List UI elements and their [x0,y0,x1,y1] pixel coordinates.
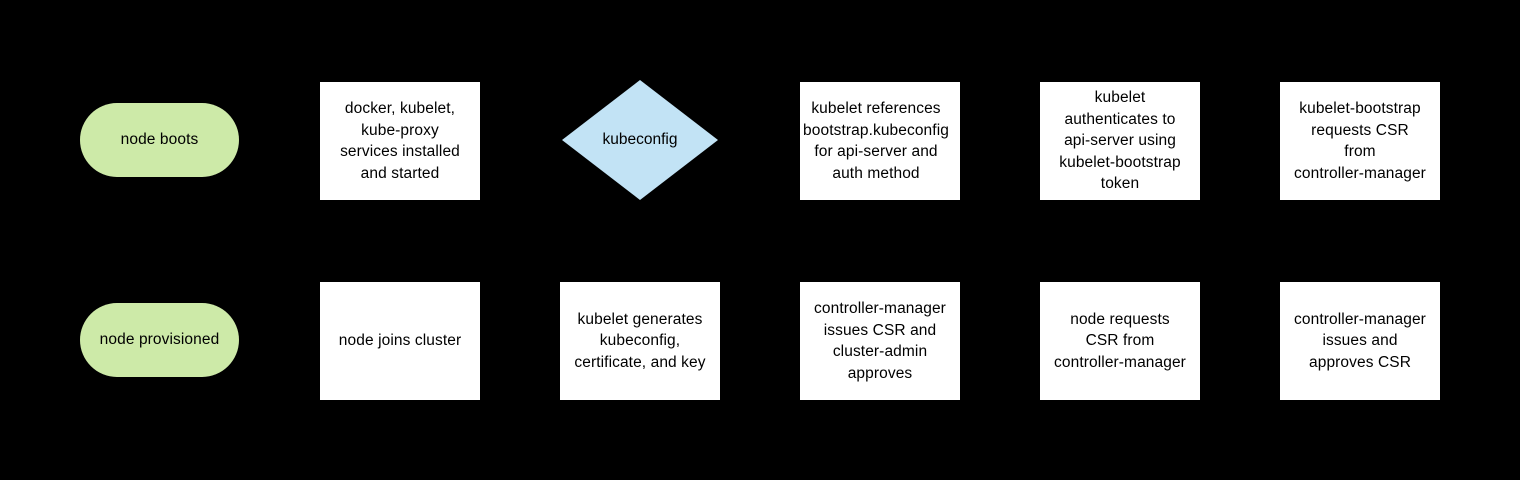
node-node-joins-cluster[interactable]: node joins cluster [320,282,480,400]
node-cm-issues-approves[interactable]: controller-manager issues and approves C… [1280,282,1440,400]
node-label: kubelet generates kubeconfig, certificat… [574,310,706,371]
node-label: kubelet-bootstrap requests CSR from cont… [1294,100,1426,182]
node-node-boots[interactable]: node boots [80,103,239,177]
node-kubelet-authenticates[interactable]: kubelet authenticates to api-server usin… [1040,82,1200,200]
node-label: node requests CSR from controller-manage… [1054,310,1186,371]
node-kubeconfig-decision[interactable]: kubeconfig [562,80,718,200]
node-label: node provisioned [99,331,220,349]
node-cm-issues-csr[interactable]: controller-manager issues CSR and cluste… [800,282,960,400]
node-label: kubelet authenticates to api-server usin… [1059,89,1181,193]
node-label: controller-manager issues and approves C… [1294,310,1426,371]
node-node-requests-csr[interactable]: node requests CSR from controller-manage… [1040,282,1200,400]
node-services-installed[interactable]: docker, kubelet, kube-proxy services ins… [320,82,480,200]
node-kubelet-references-bootstrap[interactable]: kubelet references bootstrap.kubeconfig … [800,82,960,200]
node-label: kubeconfig [602,131,678,149]
node-node-provisioned[interactable]: node provisioned [80,303,239,377]
node-label: node boots [120,131,199,149]
node-label: docker, kubelet, kube-proxy services ins… [340,100,460,182]
node-kubelet-generates[interactable]: kubelet generates kubeconfig, certificat… [560,282,720,400]
node-bootstrap-requests-csr[interactable]: kubelet-bootstrap requests CSR from cont… [1280,82,1440,200]
node-label: controller-manager issues CSR and cluste… [814,300,946,382]
node-label: kubelet references bootstrap.kubeconfig … [803,100,949,182]
node-label: node joins cluster [338,332,462,350]
